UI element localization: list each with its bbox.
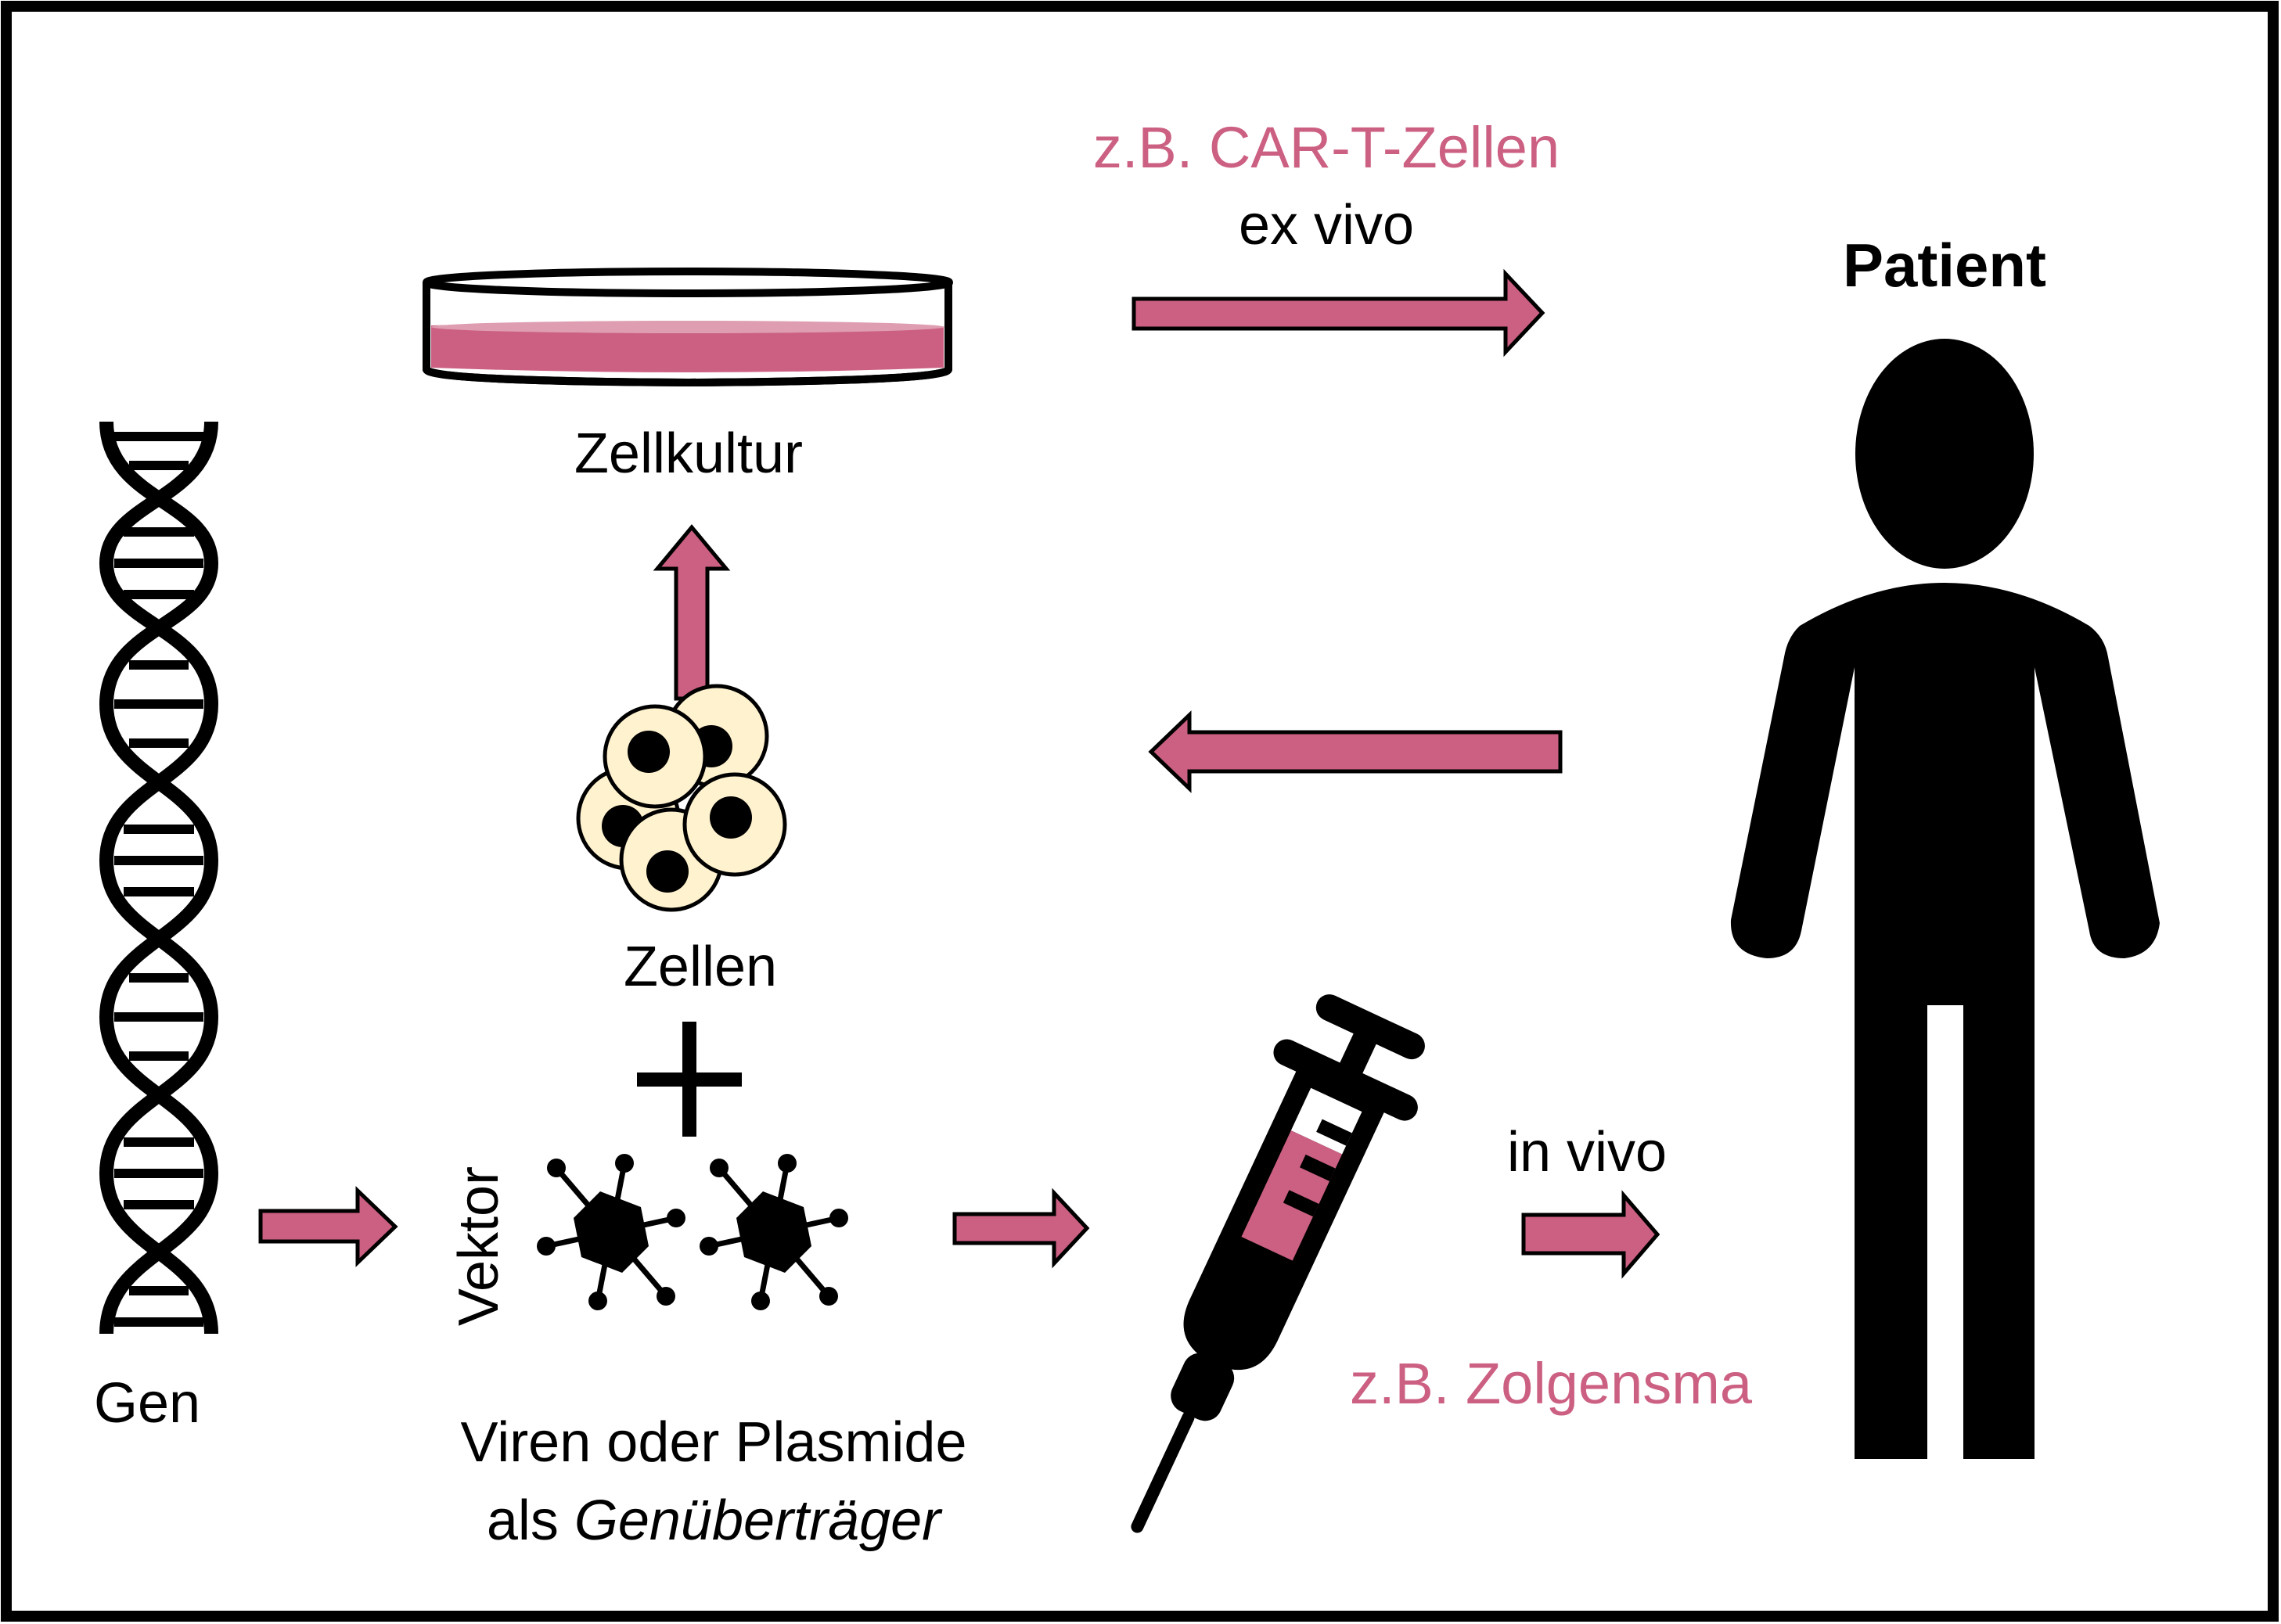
gene-to-vector-arrow [258,1186,398,1267]
ex-vivo-arrow [1132,268,1545,357]
petri-dish-icon [423,268,953,387]
person-torso [1730,583,2160,1459]
zolgensma-example-label: z.B. Zolgensma [1350,1351,1753,1416]
car-t-example-label: z.B. CAR-T-Zellen [1093,115,1560,180]
patient-to-cells-arrow [1148,710,1563,793]
cell-culture-label: Zellkultur [574,422,803,485]
patient-label: Patient [1843,231,2046,300]
vector-to-syringe-arrow [952,1187,1090,1269]
vector-label: Vektor [448,1166,510,1326]
cells-icon [576,684,787,912]
virus-icon [700,1154,848,1310]
person-head [1855,339,2034,569]
ex-vivo-label: ex vivo [1239,194,1414,257]
in-vivo-label: in vivo [1507,1121,1667,1184]
syringe-icon [1131,994,1425,1533]
cells-label: Zellen [624,936,777,998]
carriers-caption-italic: Genüberträger [574,1489,943,1552]
virus-icon [537,1154,685,1310]
dna-icon [99,421,219,1335]
gene-label: Gen [94,1372,200,1435]
carriers-caption-line2: als Genüberträger [487,1489,943,1552]
in-vivo-arrow [1521,1190,1660,1279]
carriers-caption-line1: Viren oder Plasmide [460,1411,966,1474]
carriers-caption-prefix: als [487,1489,574,1552]
person-icon [1730,339,2160,1459]
plus-icon [637,1022,742,1137]
cells-to-culture-arrow [653,524,731,701]
